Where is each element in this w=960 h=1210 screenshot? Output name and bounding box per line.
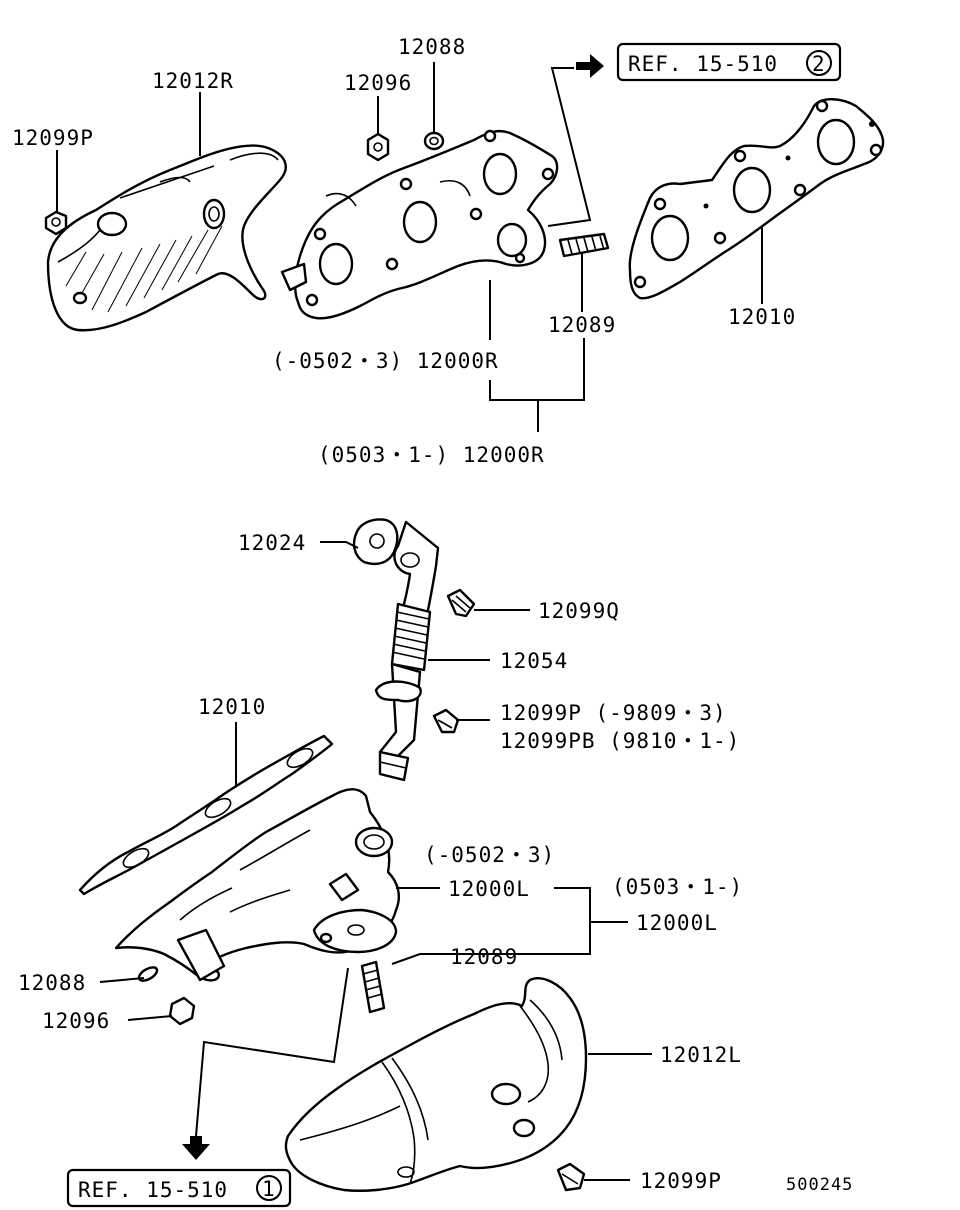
bolt-12099p-bottom[interactable] [556,1162,586,1192]
label-12012r: 12012R [152,69,234,93]
label-early-range-left: (-0502・3) [424,843,555,867]
top-leader-lines [56,62,763,432]
label-12000r-late: (0503・1-) 12000R [318,443,545,467]
label-12096-bottom: 12096 [42,1009,110,1033]
gasket-12010-bottom[interactable] [78,734,334,896]
circle-number-icon [256,1175,282,1201]
nut-12099p-top[interactable] [44,210,68,236]
heat-shield-left[interactable] [284,977,588,1192]
label-12099p-top: 12099P [12,126,94,150]
bottom-leader-lines [99,541,652,1181]
label-12089-top: 12089 [548,313,616,337]
circle-number-icon [806,50,832,76]
bolt-12099p-middle[interactable] [432,708,460,734]
gasket-12024[interactable] [352,518,399,566]
diagram-number: 500245 [786,1175,853,1195]
label-12010-top: 12010 [728,305,796,329]
nut-12096-bottom[interactable] [168,996,196,1026]
label-12099p-middle: 12099P (-9809・3) [500,701,727,725]
bolt-12099q[interactable] [446,588,476,618]
label-12010-bottom: 12010 [198,695,266,719]
ref-15-510-1[interactable]: REF. 15-510 1 [66,1168,292,1208]
label-12096-top: 12096 [344,71,412,95]
label-12024: 12024 [238,531,306,555]
label-12088-bottom: 12088 [18,971,86,995]
ref-15-510-2[interactable]: REF. 15-510 2 [616,42,842,82]
label-12000l-late: 12000L [636,911,718,935]
label-12054: 12054 [500,649,568,673]
label-12099p-bottom: 12099P [640,1169,722,1193]
washer-12088-bottom[interactable] [137,965,159,984]
ref-bottom-circle: 1 [262,1177,276,1201]
exhaust-manifold-right[interactable] [280,129,559,320]
label-12099q: 12099Q [538,599,620,623]
gasket-12010-top[interactable] [628,98,885,300]
egr-pipe-12054[interactable] [374,520,440,782]
nut-12096-top[interactable] [366,132,390,162]
stud-12089-bottom[interactable] [360,960,386,1014]
washer-12088-top[interactable] [423,131,445,151]
label-12000l-early: 12000L [448,877,530,901]
label-12089-bottom: 12089 [450,945,518,969]
exhaust-manifold-left[interactable] [114,788,400,982]
arrow-right-icon [576,54,604,78]
stud-12089-top[interactable] [558,232,610,258]
label-12000r-early: (-0502・3) 12000R [272,349,499,373]
label-12088-top: 12088 [398,35,466,59]
label-late-range-left: (0503・1-) [612,875,743,899]
ref-bottom-text: REF. 15-510 [78,1178,228,1202]
ref-top-text: REF. 15-510 [628,52,778,76]
heat-shield-right[interactable] [46,144,287,332]
label-12099pb-middle: 12099PB (9810・1-) [500,729,740,753]
label-12012l: 12012L [660,1043,742,1067]
ref-top-circle: 2 [812,52,826,76]
arrow-down-icon [182,1136,210,1160]
